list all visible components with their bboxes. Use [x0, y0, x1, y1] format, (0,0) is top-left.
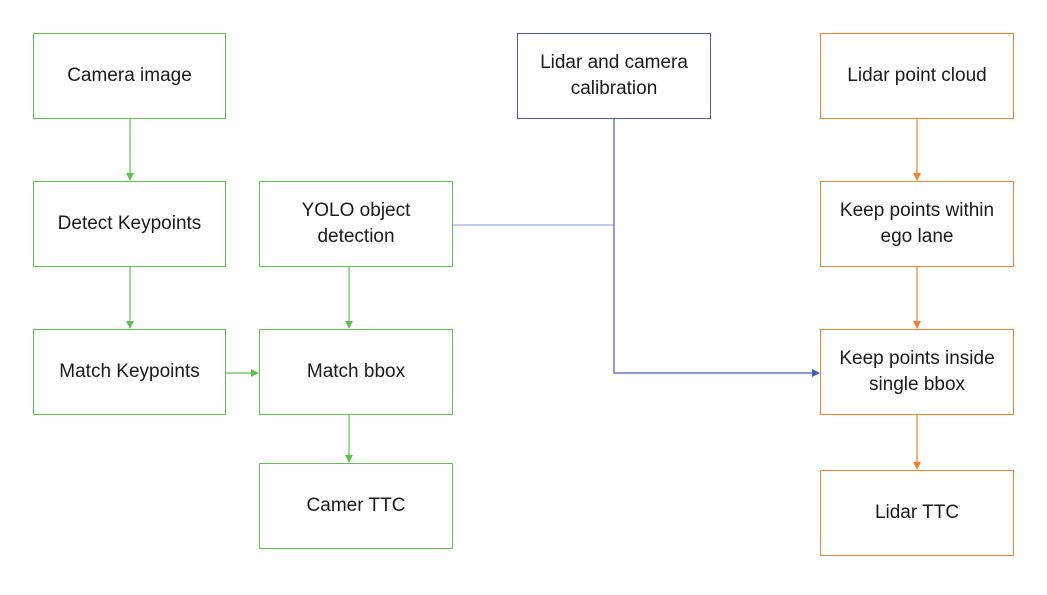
- node-lidar-camera-calibration: Lidar and camera calibration: [517, 33, 711, 119]
- node-detect-keypoints: Detect Keypoints: [33, 181, 226, 267]
- node-camera-image: Camera image: [33, 33, 226, 119]
- node-yolo-object-detection: YOLO object detection: [259, 181, 453, 267]
- node-keep-points-single-bbox: Keep points inside single bbox: [820, 329, 1014, 415]
- node-camera-ttc: Camer TTC: [259, 463, 453, 549]
- node-match-keypoints: Match Keypoints: [33, 329, 226, 415]
- node-match-bbox: Match bbox: [259, 329, 453, 415]
- node-lidar-point-cloud: Lidar point cloud: [820, 33, 1014, 119]
- node-lidar-ttc: Lidar TTC: [820, 470, 1014, 556]
- edge-calibration-to-keep-single-bbox: [613, 119, 820, 377]
- node-keep-points-ego-lane: Keep points within ego lane: [820, 181, 1014, 267]
